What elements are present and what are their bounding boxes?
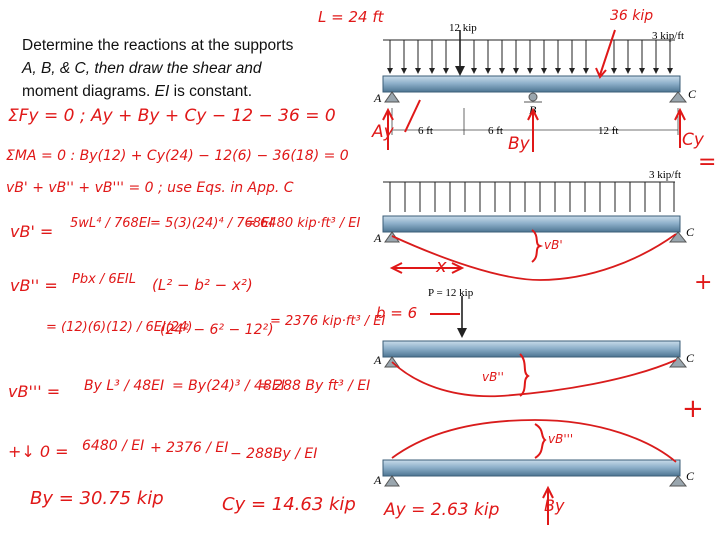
problem-statement: Determine the reactions at the supports …: [22, 34, 362, 103]
svg-text:A: A: [373, 353, 382, 367]
problem-line-2: A, B, & C, then draw the shear and: [22, 60, 262, 77]
problem-line-3: moment diagrams. EI is constant.: [22, 83, 253, 100]
dim-12ft: 12 ft: [598, 125, 618, 137]
hw-vb2-lhs: vB'' =: [10, 276, 58, 295]
dist-load-label: 3 kip/ft: [652, 30, 684, 42]
hw-vb1-lhs: vB' =: [10, 222, 54, 241]
panel-1-full-beam: 12 kip 3 kip/ft A B C 6 ft 6 ft 12 ft: [373, 22, 697, 137]
load-12-label: 12 kip: [449, 22, 477, 34]
hw-term3: − 288By / EI: [230, 446, 318, 462]
dim-6ft-a: 6 ft: [418, 125, 433, 137]
hw-vb2-rest2: (24² − 6² − 12²): [160, 322, 274, 338]
hw-plus2: +: [682, 394, 704, 424]
hw-vb2-rest: (L² − b² − x²): [152, 276, 253, 294]
hw-term1: 6480 / EI: [82, 438, 145, 454]
hw-by: By: [508, 134, 530, 154]
panel-2-distributed: 3 kip/ft A C: [373, 169, 695, 281]
hw-eq-compat: vB' + vB'' + vB''' = 0 ; use Eqs. in App…: [6, 180, 294, 196]
svg-text:C: C: [686, 469, 695, 483]
hw-eq-moment: ΣMA = 0 : By(12) + Cy(24) − 12(6) − 36(1…: [6, 148, 349, 164]
hw-ans-by: By = 30.75 kip: [30, 488, 164, 509]
hw-b6: b = 6: [376, 304, 418, 322]
hw-vB1: vB': [544, 238, 563, 252]
hw-ans-ay: Ay = 2.63 kip: [384, 500, 500, 520]
problem-line-1: Determine the reactions at the supports: [22, 37, 294, 54]
hw-vb3-result: = 288 By ft³ / EI: [258, 378, 371, 394]
hw-by2: By: [544, 496, 565, 515]
hw-eq-sum-fy: ΣFy = 0 ; Ay + By + Cy − 12 − 36 = 0: [8, 106, 336, 126]
panel2-load-label: 3 kip/ft: [649, 169, 681, 181]
hw-eq-sign: =: [698, 150, 717, 175]
hw-term2: + 2376 / EI: [150, 440, 229, 456]
hw-vb1-sub: = 5(3)(24)⁴ / 768EI: [150, 216, 274, 231]
svg-text:A: A: [373, 473, 382, 487]
load-P-label: P = 12 kip: [428, 287, 474, 299]
dim-6ft-b: 6 ft: [488, 125, 503, 137]
hw-vb2-result: = 2376 kip·ft³ / EI: [270, 314, 386, 329]
hw-vb1-result: = 6480 kip·ft³ / EI: [245, 216, 361, 231]
hw-vb3-formula: By L³ / 48EI: [84, 378, 165, 394]
panel-4-redundant: A C: [373, 419, 695, 487]
hw-x: x: [436, 256, 447, 277]
hw-ans-cy: Cy = 14.63 kip: [222, 494, 356, 515]
hw-vb2-sub: = (12)(6)(12) / 6EI(24): [46, 320, 193, 335]
label-A-1: A: [373, 91, 382, 105]
panel-3-point-load: P = 12 kip A C: [373, 287, 695, 398]
hw-vb2-formula: Pbx / 6EIL: [72, 272, 136, 287]
hw-vb1-formula: 5wL⁴ / 768EI: [70, 216, 151, 231]
hw-ay: Ay: [372, 122, 394, 142]
svg-text:A: A: [373, 231, 382, 245]
hw-vB3: vB''': [548, 432, 574, 446]
svg-text:C: C: [686, 351, 695, 365]
hw-load36: 36 kip: [610, 8, 654, 24]
hw-cy: Cy: [682, 130, 704, 150]
hw-plus1: +: [694, 270, 713, 295]
hw-vb3-sub: = By(24)³ / 48EI: [172, 378, 285, 394]
label-C-1: C: [688, 87, 697, 101]
hw-final-eq-lhs: +↓ 0 =: [8, 442, 69, 461]
svg-text:C: C: [686, 225, 695, 239]
hw-vb3-lhs: vB''' =: [8, 382, 61, 401]
hw-length: L = 24 ft: [318, 8, 384, 26]
hw-vB2: vB'': [482, 370, 504, 384]
